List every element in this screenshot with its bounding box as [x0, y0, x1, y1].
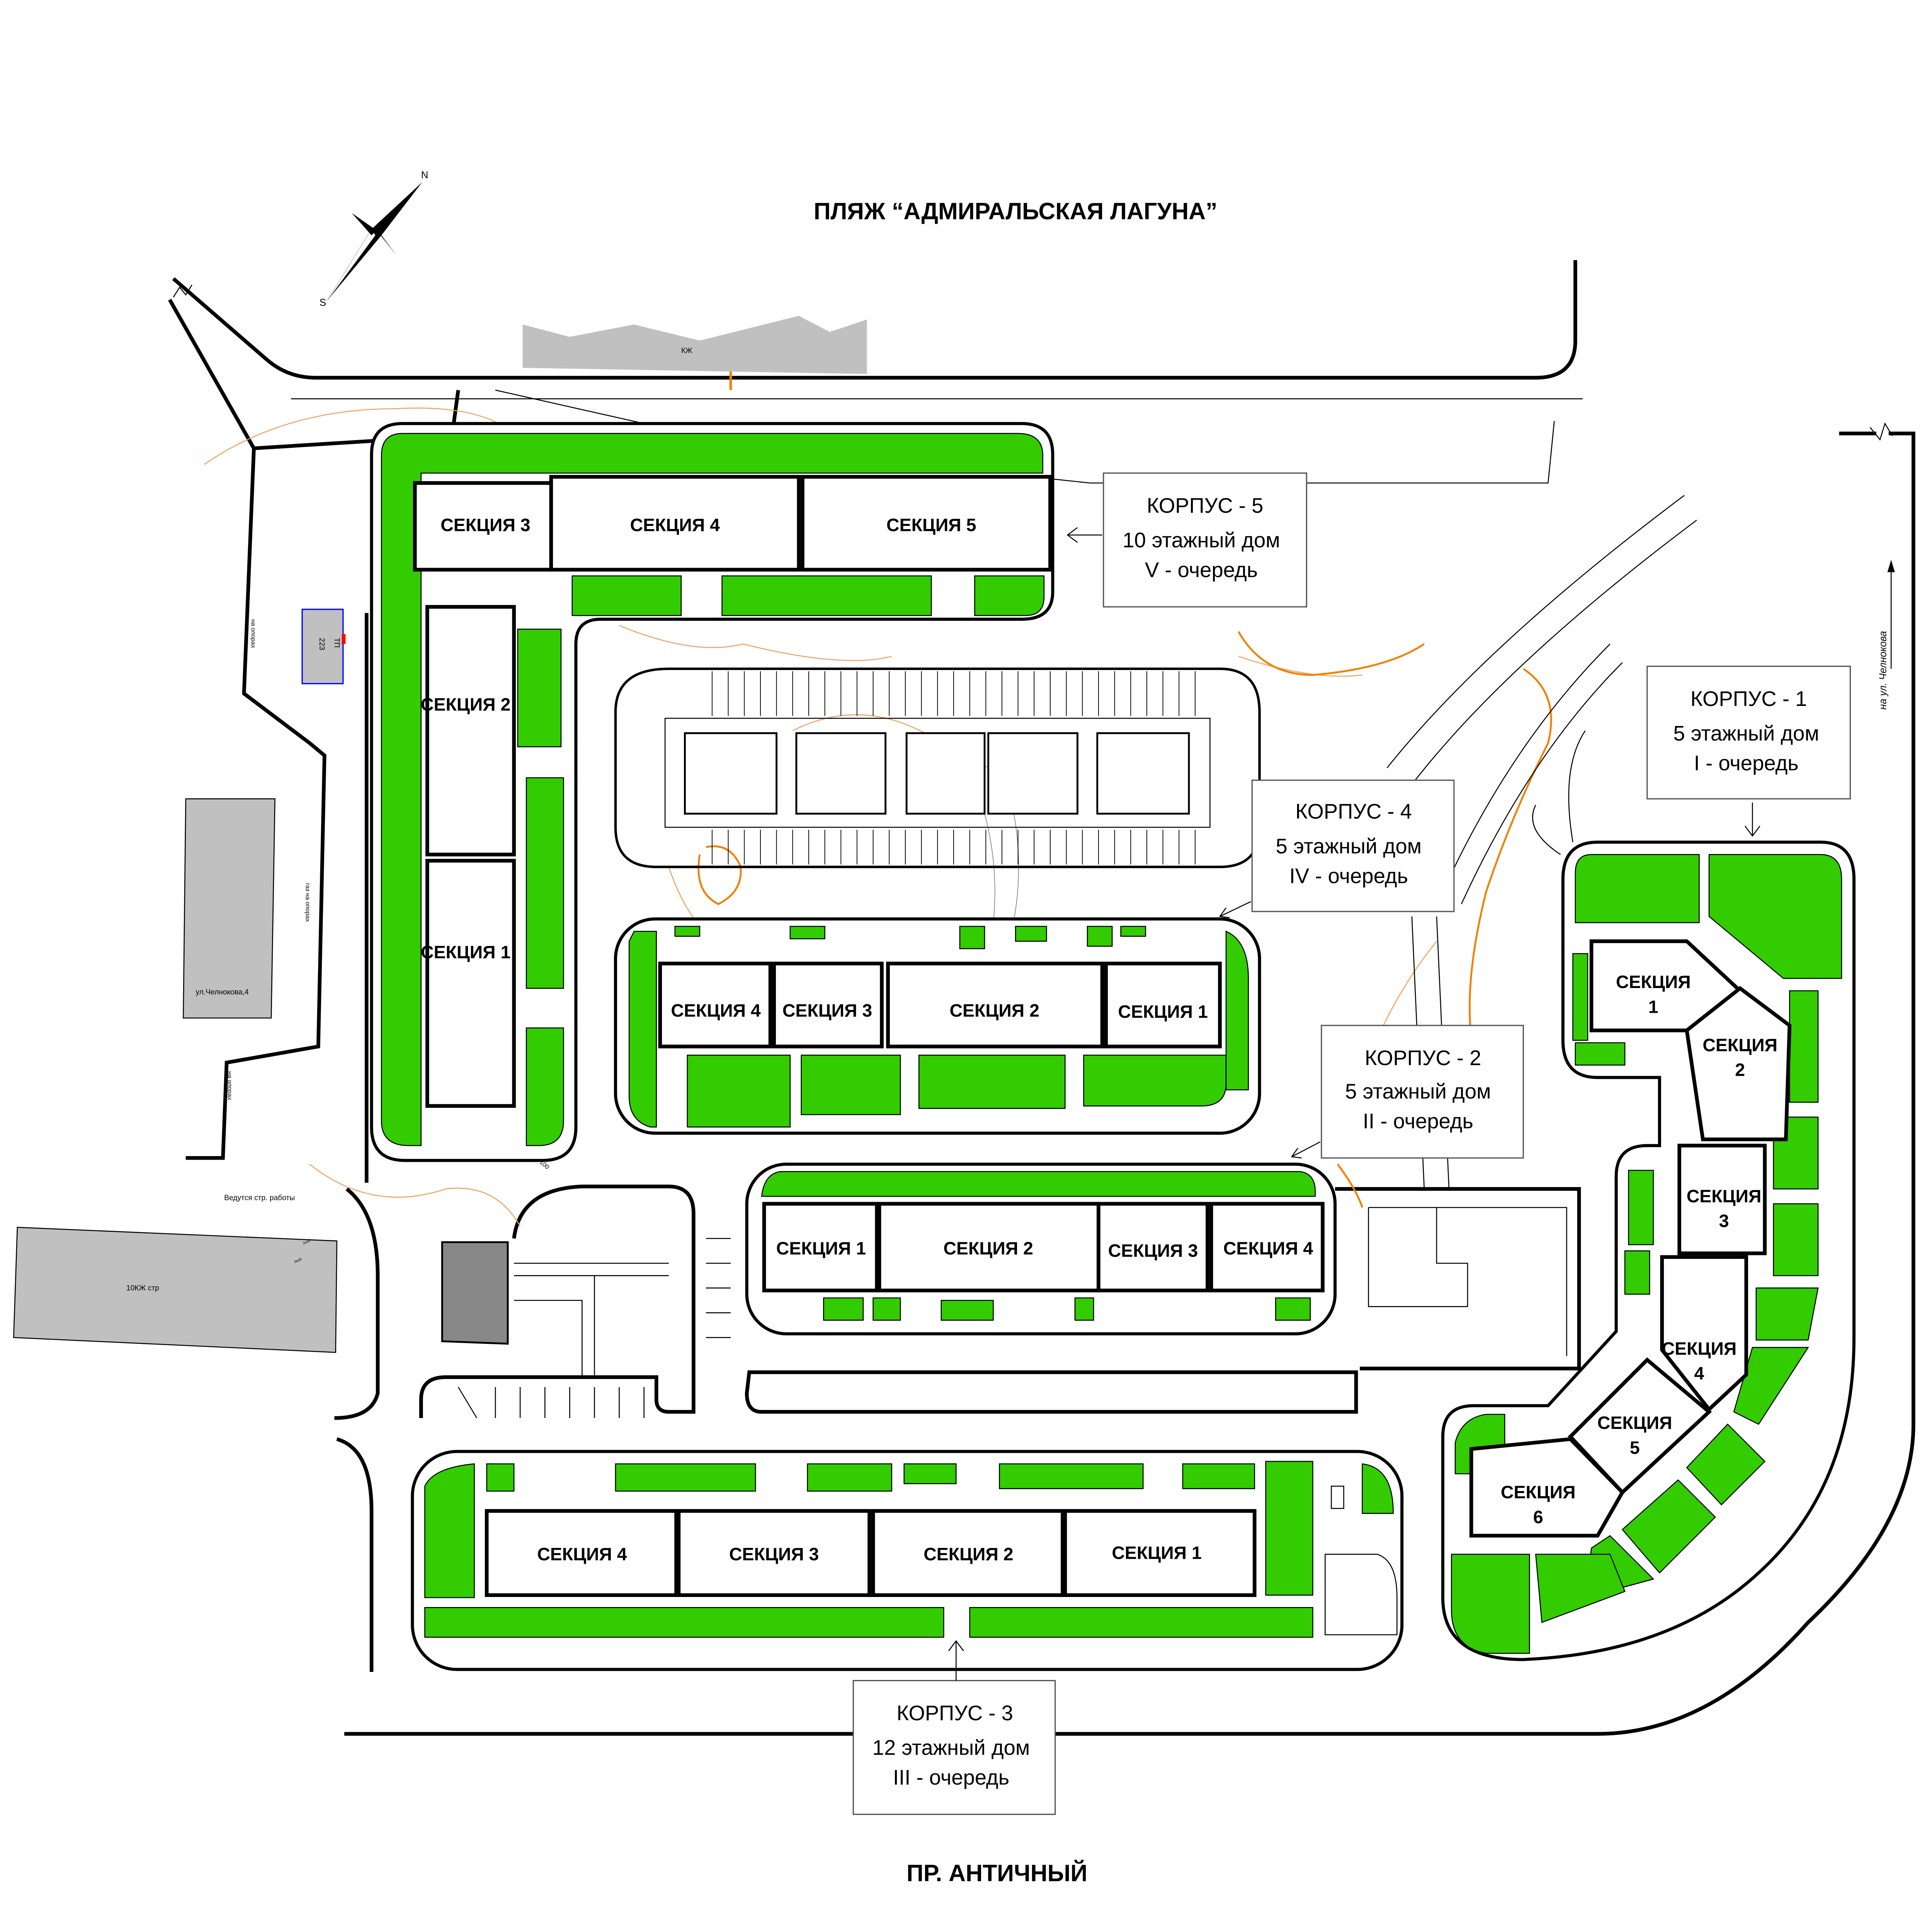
outbuilding — [441, 1241, 509, 1345]
k2-phase: II - очередь — [1363, 1109, 1473, 1133]
k1-section-3-label: СЕКЦИЯ — [1687, 1186, 1762, 1206]
arrow-down-icon — [1745, 802, 1760, 837]
k1-floors: 5 этажный дом — [1673, 722, 1819, 745]
info-box-korpus-3: КОРПУС - 3 12 этажный дом III - очередь — [852, 1640, 1056, 1815]
k4-phase: IV - очередь — [1289, 864, 1408, 888]
k1-section-4-number: 4 — [1694, 1363, 1704, 1383]
beach-title: ПЛЯЖ “АДМИРАЛЬСКАЯ ЛАГУНА” — [814, 198, 1218, 224]
k1-section-6-number: 6 — [1533, 1507, 1543, 1527]
on-poles-label-2: на опорах — [226, 1071, 233, 1100]
arrow-diagonal-icon — [1291, 1141, 1321, 1159]
korpus-1: СЕКЦИЯ 1 СЕКЦИЯ 2 СЕКЦИЯ 3 СЕКЦИЯ 4 СЕКЦ… — [1441, 840, 1856, 1661]
to-chelnokova-label: на ул. Челнокова — [1878, 631, 1888, 710]
k2-floors: 5 этажный дом — [1345, 1080, 1491, 1103]
k5-section-1: СЕКЦИЯ 1 — [421, 942, 510, 962]
k2-section-1: СЕКЦИЯ 1 — [776, 1238, 866, 1258]
k1-section-1: СЕКЦИЯ 1 — [1616, 972, 1691, 1017]
k1-section-1-label: СЕКЦИЯ — [1616, 972, 1691, 992]
k4-section-2: СЕКЦИЯ 2 — [950, 1000, 1039, 1020]
korpus-3: СЕКЦИЯ 4 СЕКЦИЯ 3 СЕКЦИЯ 2 СЕКЦИЯ 1 — [411, 1450, 1404, 1671]
k1-section-4: СЕКЦИЯ 4 — [1662, 1338, 1737, 1383]
info-box-korpus-2: КОРПУС - 2 5 этажный дом II - очередь — [1291, 1025, 1524, 1159]
k5-section-4: СЕКЦИЯ 4 — [630, 515, 720, 535]
tp-number: 223 — [318, 638, 326, 650]
k1-section-3-number: 3 — [1719, 1211, 1729, 1231]
info-box-korpus-1: КОРПУС - 1 5 этажный дом I - очередь — [1646, 665, 1851, 837]
transformer-substation: ТП 223 — [301, 609, 346, 684]
k4-section-3: СЕКЦИЯ 3 — [782, 1000, 872, 1020]
gas-on-poles-label: газ на опорах — [304, 883, 311, 922]
info-box-korpus-4: КОРПУС - 4 5 этажный дом IV - очередь — [1219, 779, 1455, 918]
k1-section-4-label: СЕКЦИЯ — [1662, 1338, 1737, 1359]
k5-phase: V - очередь — [1145, 558, 1258, 582]
k5-title: КОРПУС - 5 — [1147, 494, 1264, 517]
k5-section-3: СЕКЦИЯ 3 — [440, 515, 530, 535]
k2-section-4: СЕКЦИЯ 4 — [1223, 1238, 1313, 1258]
k3-section-1: СЕКЦИЯ 1 — [1112, 1543, 1201, 1563]
k5-floors: 10 этажный дом — [1122, 529, 1280, 552]
k4-title: КОРПУС - 4 — [1295, 800, 1412, 823]
k5-section-5: СЕКЦИЯ 5 — [886, 515, 976, 535]
k3-floors: 12 этажный дом — [872, 1736, 1030, 1760]
arrow-diagonal-icon — [1219, 901, 1251, 918]
construction-label: Ведутся стр. работы — [224, 1194, 295, 1202]
kzh10-building: 10КЖ стр — [13, 1226, 338, 1353]
k1-section-6: СЕКЦИЯ 6 — [1501, 1482, 1576, 1527]
k3-phase: III - очередь — [893, 1766, 1009, 1789]
korpus-4: СЕКЦИЯ 4 СЕКЦИЯ 3 СЕКЦИЯ 2 СЕКЦИЯ 1 — [614, 917, 1261, 1135]
compass-south: S — [320, 298, 326, 308]
k1-section-5: СЕКЦИЯ 5 — [1597, 1413, 1672, 1458]
k2-section-2: СЕКЦИЯ 2 — [943, 1238, 1033, 1258]
korpus-2: СЕКЦИЯ 1 СЕКЦИЯ 2 СЕКЦИЯ 3 СЕКЦИЯ 4 — [745, 1162, 1337, 1335]
k1-section-2-number: 2 — [1735, 1060, 1745, 1080]
k3-section-3: СЕКЦИЯ 3 — [729, 1544, 819, 1564]
k1-section-5-label: СЕКЦИЯ — [1597, 1413, 1672, 1433]
k4-section-1: СЕКЦИЯ 1 — [1118, 1002, 1208, 1022]
on-poles-label-1: на опорах — [250, 619, 257, 648]
info-box-korpus-5: КОРПУС - 5 10 этажный дом V - очередь — [1066, 472, 1308, 608]
utility-annotations: на опорах газ на опорах на опорах 2каб 3… — [226, 619, 551, 1264]
k4-section-4: СЕКЦИЯ 4 — [671, 1000, 761, 1020]
avenue-title: ПР. АНТИЧНЫЙ — [906, 1860, 1087, 1886]
arrow-up-icon — [948, 1640, 964, 1681]
k2-section-3: СЕКЦИЯ 3 — [1108, 1241, 1198, 1261]
k3-title: КОРПУС - 3 — [896, 1701, 1013, 1725]
roads — [168, 260, 1915, 1736]
chelnokova4-building: ул.Челнокова,4 — [183, 798, 276, 1019]
korpus-5: СЕКЦИЯ 3 СЕКЦИЯ 4 СЕКЦИЯ 5 СЕКЦИЯ 2 СЕКЦ… — [370, 422, 1054, 1162]
parking-lot — [614, 667, 1261, 868]
k1-section-5-number: 5 — [1630, 1437, 1640, 1458]
k1-section-3: СЕКЦИЯ 3 — [1687, 1186, 1762, 1231]
k1-title: КОРПУС - 1 — [1690, 687, 1807, 711]
k1-phase: I - очередь — [1694, 752, 1799, 775]
direction-to-chelnokova: на ул. Челнокова — [1878, 560, 1895, 710]
construction-note: Ведутся стр. работы — [224, 1194, 295, 1202]
k2-title: КОРПУС - 2 — [1365, 1046, 1481, 1070]
compass-north: N — [421, 170, 429, 181]
k5-section-2: СЕКЦИЯ 2 — [421, 694, 510, 714]
k1-section-2: СЕКЦИЯ 2 — [1702, 1035, 1777, 1080]
k1-section-1-number: 1 — [1648, 997, 1658, 1017]
k1-section-6-label: СЕКЦИЯ — [1501, 1482, 1576, 1502]
compass-rose-icon: N S — [320, 170, 428, 308]
k3-section-4: СЕКЦИЯ 4 — [537, 1544, 627, 1564]
k3-section-2: СЕКЦИЯ 2 — [923, 1544, 1013, 1564]
chelnokova4-label: ул.Челнокова,4 — [196, 988, 248, 997]
kzh10-label: 10КЖ стр — [126, 1284, 159, 1293]
arrow-left-icon — [1066, 527, 1102, 543]
k4-floors: 5 этажный дом — [1276, 834, 1422, 858]
kzh-building: КЖ — [522, 316, 867, 390]
kzh-label: КЖ — [681, 347, 692, 355]
tp-label: ТП — [332, 638, 340, 648]
k1-section-2-label: СЕКЦИЯ — [1702, 1035, 1777, 1055]
